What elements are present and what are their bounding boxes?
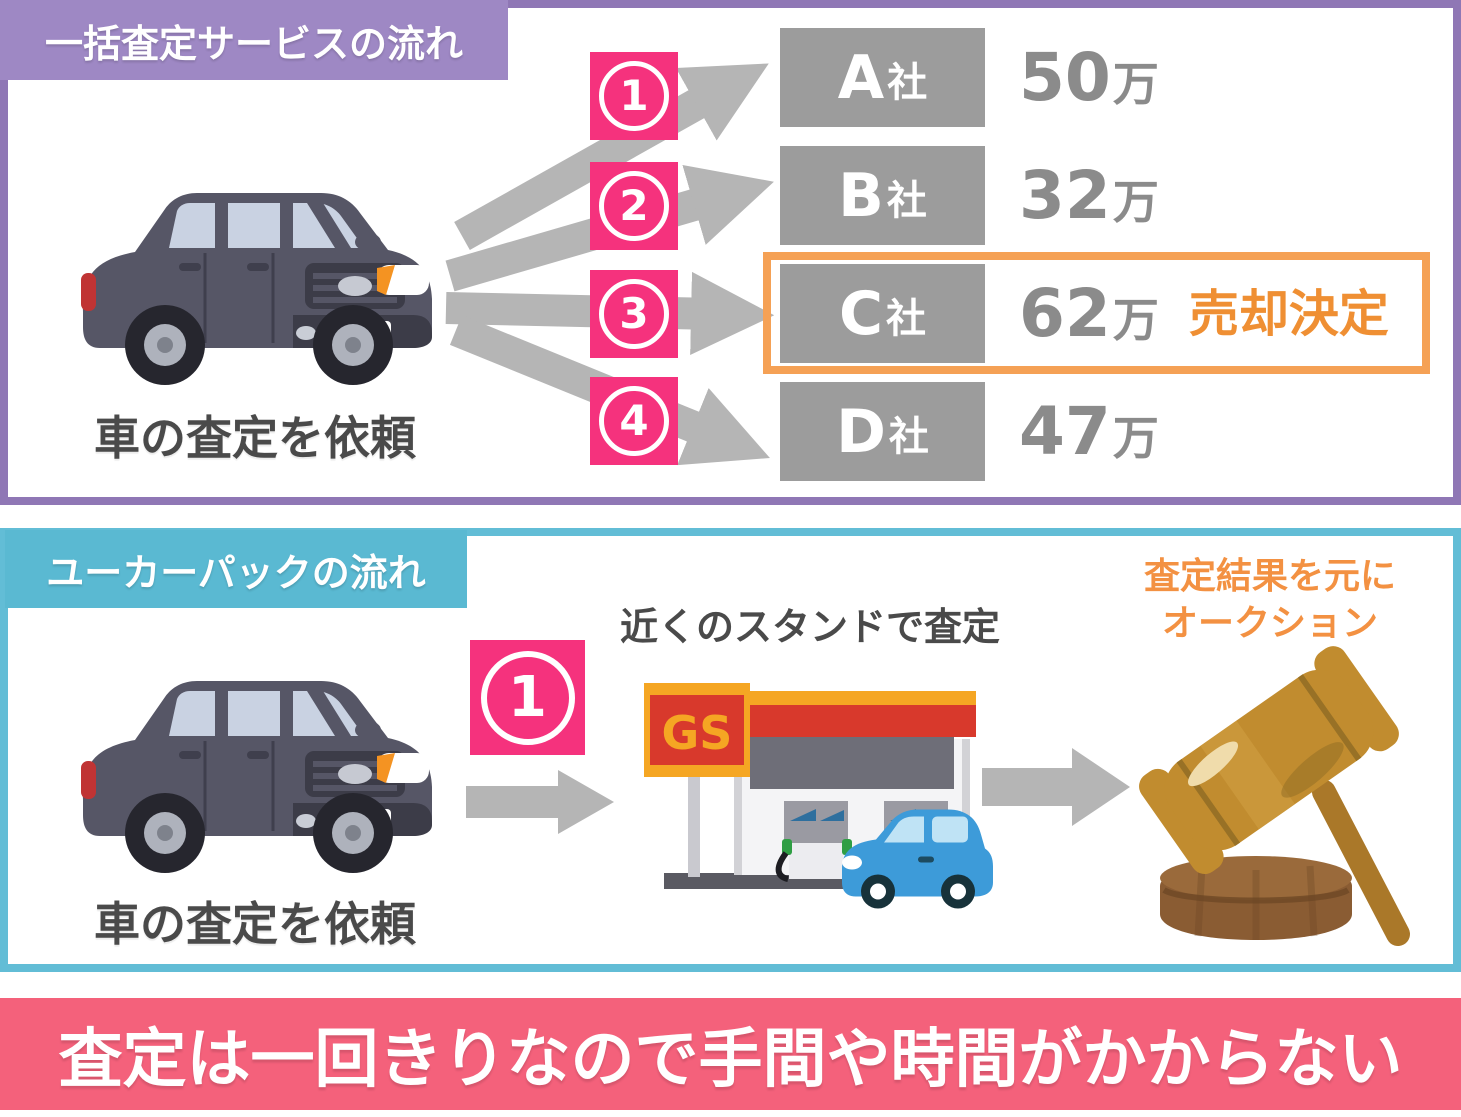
suv-car-illustration — [55, 634, 455, 886]
sold-decision-label: 売却決定 — [1188, 284, 1389, 343]
auction-label-line1: 査定結果を元に — [1143, 556, 1396, 597]
gavel-icon — [1139, 646, 1410, 946]
step-number-1: 1 — [599, 61, 669, 131]
suv-car-icon — [81, 193, 432, 385]
bulk-section-border — [0, 0, 1461, 505]
company-suffix: 社 — [887, 59, 928, 106]
gavel-handle — [1312, 780, 1410, 946]
company-letter: A — [837, 42, 885, 113]
bulk-car-caption: 車の査定を依頼 — [94, 411, 416, 465]
station-appraisal-label: 近くのスタンドで査定 — [619, 605, 1000, 649]
company-suffix: 社 — [886, 295, 927, 342]
summary-banner-text: 査定は一回きりなので手間や時間がかからない — [58, 1023, 1403, 1097]
suv-car-illustration — [55, 146, 455, 398]
ucarpack-section: ユーカーパックの流れ 近くのスタンドで査定 査定結果を元に オークション — [0, 528, 1461, 972]
step-badge-3: 3 — [590, 270, 678, 358]
step-badge-1: 1 — [590, 52, 678, 140]
company-box-d: D 社 — [780, 382, 985, 481]
company-offer-c: 62 万 — [1019, 274, 1159, 352]
company-box-a: A 社 — [780, 28, 985, 127]
company-letter: D — [836, 396, 886, 467]
offer-unit: 万 — [1112, 174, 1159, 229]
offer-unit: 万 — [1112, 410, 1159, 465]
ucarpack-car-caption: 車の査定を依頼 — [94, 897, 416, 951]
gavel-head — [1139, 646, 1399, 875]
blue-car-illustration — [830, 804, 995, 910]
auction-gavel-illustration — [1102, 644, 1435, 964]
auction-label-line2: オークション — [1161, 602, 1378, 644]
fuel-pump-icon — [775, 801, 859, 882]
step-number-4: 4 — [599, 386, 669, 456]
company-suffix: 社 — [888, 413, 929, 460]
company-row-a: A 社 50 万 — [780, 28, 1159, 127]
company-offer-b: 32 万 — [1019, 156, 1159, 234]
step-badge-4: 4 — [590, 377, 678, 465]
company-row-d: D 社 47 万 — [780, 382, 1159, 481]
bulk-appraisal-section: 一括査定サービスの流れ — [0, 0, 1461, 505]
summary-banner: 査定は一回きりなので手間や時間がかからない — [0, 998, 1461, 1110]
offer-amount: 50 — [1019, 38, 1111, 116]
step-number-2: 2 — [599, 171, 669, 241]
company-box-b: B 社 — [780, 146, 985, 245]
company-letter: B — [838, 160, 884, 231]
auction-label: 査定結果を元に オークション — [1110, 554, 1430, 648]
right-arrow — [982, 748, 1130, 826]
company-suffix: 社 — [886, 177, 927, 224]
offer-unit: 万 — [1112, 56, 1159, 111]
gs-sign: GS — [644, 683, 750, 877]
company-row-c: C 社 62 万 売却決定 — [780, 264, 1389, 363]
company-offer-d: 47 万 — [1019, 392, 1159, 470]
winning-bid-highlight-frame — [763, 252, 1430, 374]
step-number-3: 3 — [599, 279, 669, 349]
right-arrow — [466, 770, 614, 834]
blue-car-icon — [842, 809, 993, 909]
offer-amount: 62 — [1019, 274, 1111, 352]
step-number-1: 1 — [480, 650, 575, 745]
offer-amount: 47 — [1019, 392, 1111, 470]
bulk-section-title-text: 一括査定サービスの流れ — [44, 21, 463, 66]
offer-amount: 32 — [1019, 156, 1111, 234]
offer-unit: 万 — [1112, 292, 1159, 347]
gavel-sound-block — [1160, 856, 1352, 940]
company-box-c: C 社 — [780, 264, 985, 363]
step-badge-1: 1 — [470, 640, 585, 755]
ucarpack-section-border — [0, 528, 1461, 972]
company-offer-a: 50 万 — [1019, 38, 1159, 116]
suv-car-icon — [81, 681, 432, 873]
step-badge-2: 2 — [590, 162, 678, 250]
company-letter: C — [838, 278, 884, 349]
ucarpack-section-title-text: ユーカーパックの流れ — [46, 550, 426, 595]
gs-sign-text: GS — [662, 706, 733, 760]
ucarpack-section-title: ユーカーパックの流れ — [5, 530, 467, 608]
company-row-b: B 社 32 万 — [780, 146, 1159, 245]
bulk-section-title: 一括査定サービスの流れ — [0, 0, 508, 80]
